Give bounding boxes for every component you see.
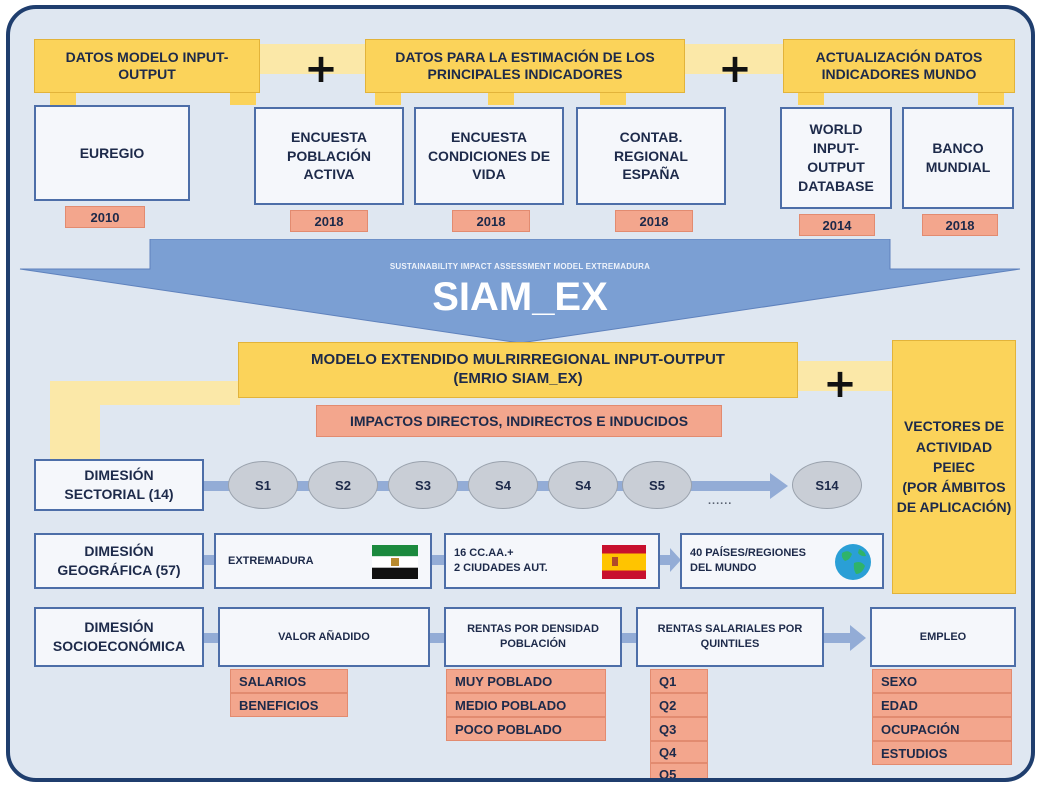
socio-connector	[204, 633, 218, 643]
rentas-densidad-box: RENTAS POR DENSIDAD POBLACIÓN	[444, 607, 622, 667]
sector-node: S5	[622, 461, 692, 509]
dimension-socioeconomica: DIMESIÓN SOCIOECONÓMICA	[34, 607, 204, 667]
header-tab	[230, 93, 256, 105]
item-ocupacion: OCUPACIÓN	[872, 717, 1012, 741]
year-badge: 2018	[452, 210, 530, 232]
dimension-sectorial: DIMESIÓN SECTORIAL (14)	[34, 459, 204, 511]
socio-arrow	[824, 625, 866, 651]
source-contab: CONTAB. REGIONAL ESPAÑA	[576, 107, 726, 205]
item-muy-poblado: MUY POBLADO	[446, 669, 606, 693]
globe-icon	[835, 544, 871, 580]
plus-icon: +	[718, 46, 752, 92]
dimension-geografica: DIMESIÓN GEOGRÁFICA (57)	[34, 533, 204, 589]
item-sexo: SEXO	[872, 669, 1012, 693]
year-badge: 2014	[799, 214, 875, 236]
item-q1: Q1	[650, 669, 708, 693]
item-estudios: ESTUDIOS	[872, 741, 1012, 765]
rentas-densidad-title: RENTAS POR DENSIDAD POBLACIÓN	[467, 623, 599, 650]
year-badge: 2018	[290, 210, 368, 232]
arrow-title: SIAM_EX	[432, 275, 608, 319]
empleo-box: EMPLEO	[870, 607, 1016, 667]
geo-arrow	[660, 548, 681, 572]
model-connector	[50, 381, 100, 469]
item-q3: Q3	[650, 717, 708, 741]
valor-anadido-box: VALOR AÑADIDO	[218, 607, 430, 667]
header-tab	[600, 93, 626, 105]
model-title: MODELO EXTENDIDO MULRIRREGIONAL INPUT-OU…	[238, 342, 798, 398]
item-q5: Q5	[650, 763, 708, 778]
sector-node: S1	[228, 461, 298, 509]
socio-connector	[622, 633, 636, 643]
header-tab	[798, 93, 824, 105]
year-badge: 2018	[922, 214, 998, 236]
region-extremadura: EXTREMADURA	[214, 533, 432, 589]
item-q4: Q4	[650, 741, 708, 763]
geo-connector	[432, 555, 444, 565]
item-q2: Q2	[650, 693, 708, 717]
plus-icon: +	[304, 46, 338, 92]
impacts-label: IMPACTOS DIRECTOS, INDIRECTOS E INDUCIDO…	[316, 405, 722, 437]
valor-anadido-title: VALOR AÑADIDO	[278, 630, 370, 643]
sector-ellipsis: ......	[708, 495, 733, 507]
source-ecv: ENCUESTA CONDICIONES DE VIDA	[414, 107, 564, 205]
sector-node: S2	[308, 461, 378, 509]
header-tab	[375, 93, 401, 105]
region-ccaa: 16 CC.AA.+ 2 CIUDADES AUT.	[444, 533, 660, 589]
rentas-quintiles-title: RENTAS SALARIALES POR QUINTILES	[657, 623, 803, 650]
geo-connector	[204, 555, 214, 565]
vectors-peiec: VECTORES DE ACTIVIDAD PEIEC (POR ÁMBITOS…	[892, 340, 1016, 594]
sector-node: S4	[468, 461, 538, 509]
sector-node: S14	[792, 461, 862, 509]
item-medio-poblado: MEDIO POBLADO	[446, 693, 606, 717]
source-euregio: EUREGIO	[34, 105, 190, 201]
header-input-output: DATOS MODELO INPUT- OUTPUT	[34, 39, 260, 93]
siam-ex-arrow	[19, 239, 1021, 344]
empleo-title: EMPLEO	[919, 630, 967, 643]
rentas-quintiles-box: RENTAS SALARIALES POR QUINTILES	[636, 607, 824, 667]
sector-node: S3	[388, 461, 458, 509]
item-salarios: SALARIOS	[230, 669, 348, 693]
region-mundo: 40 PAÍSES/REGIONES DEL MUNDO	[680, 533, 884, 589]
year-badge: 2018	[615, 210, 693, 232]
sector-arrow	[690, 473, 788, 499]
header-mundo: ACTUALIZACIÓN DATOS INDICADORES MUNDO	[783, 39, 1015, 93]
year-badge: 2010	[65, 206, 145, 228]
header-tab	[50, 93, 76, 105]
item-beneficios: BENEFICIOS	[230, 693, 348, 717]
header-tab	[978, 93, 1004, 105]
source-wiod: WORLD INPUT- OUTPUT DATABASE	[780, 107, 892, 209]
arrow-subtitle: SUSTAINABILITY IMPACT ASSESSMENT MODEL E…	[389, 262, 651, 271]
region-mundo-label: 40 PAÍSES/REGIONES DEL MUNDO	[690, 547, 806, 574]
item-edad: EDAD	[872, 693, 1012, 717]
model-connector-right	[796, 361, 896, 391]
spain-flag-icon	[602, 545, 646, 579]
source-banco-mundial: BANCO MUNDIAL	[902, 107, 1014, 209]
item-poco-poblado: POCO POBLADO	[446, 717, 606, 741]
plus-icon: +	[823, 361, 857, 407]
header-tab	[488, 93, 514, 105]
socio-connector	[430, 633, 444, 643]
sector-node: S4	[548, 461, 618, 509]
region-ccaa-label: 16 CC.AA.+ 2 CIUDADES AUT.	[454, 547, 548, 574]
region-extremadura-label: EXTREMADURA	[228, 554, 314, 567]
extremadura-flag-icon	[372, 545, 418, 579]
source-epa: ENCUESTA POBLACIÓN ACTIVA	[254, 107, 404, 205]
diagram-frame: DATOS MODELO INPUT- OUTPUT + DATOS PARA …	[6, 5, 1035, 782]
header-indicadores: DATOS PARA LA ESTIMACIÓN DE LOS PRINCIPA…	[365, 39, 685, 93]
